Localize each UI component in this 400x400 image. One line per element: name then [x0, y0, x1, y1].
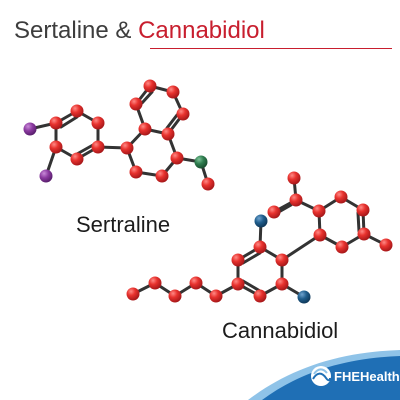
title-underline [150, 48, 392, 49]
title-cannabidiol-part: Cannabidiol [138, 17, 265, 44]
oxygen-atom [297, 290, 311, 304]
sertraline-molecule [23, 79, 215, 191]
nitrogen-atom [194, 155, 208, 169]
sertraline-label: Sertraline [76, 212, 171, 237]
sertraline-atoms [23, 79, 215, 191]
title-sertraline-part: Sertaline & [14, 17, 139, 44]
brand-name: FHEHealth [334, 369, 400, 384]
chlorine-atom [23, 122, 37, 136]
sertraline-bonds [28, 84, 210, 186]
oxygen-atom [254, 214, 268, 228]
cannabidiol-atoms [126, 171, 393, 304]
cannabidiol-label: Cannabidiol [222, 318, 339, 343]
chlorine-atom [39, 169, 53, 183]
page-title: Sertaline & Cannabidiol [14, 16, 265, 46]
cannabidiol-molecule [126, 171, 393, 304]
fhe-health-logo-icon [311, 366, 331, 386]
cannabidiol-bonds [131, 176, 388, 299]
brand-footer [248, 350, 400, 400]
